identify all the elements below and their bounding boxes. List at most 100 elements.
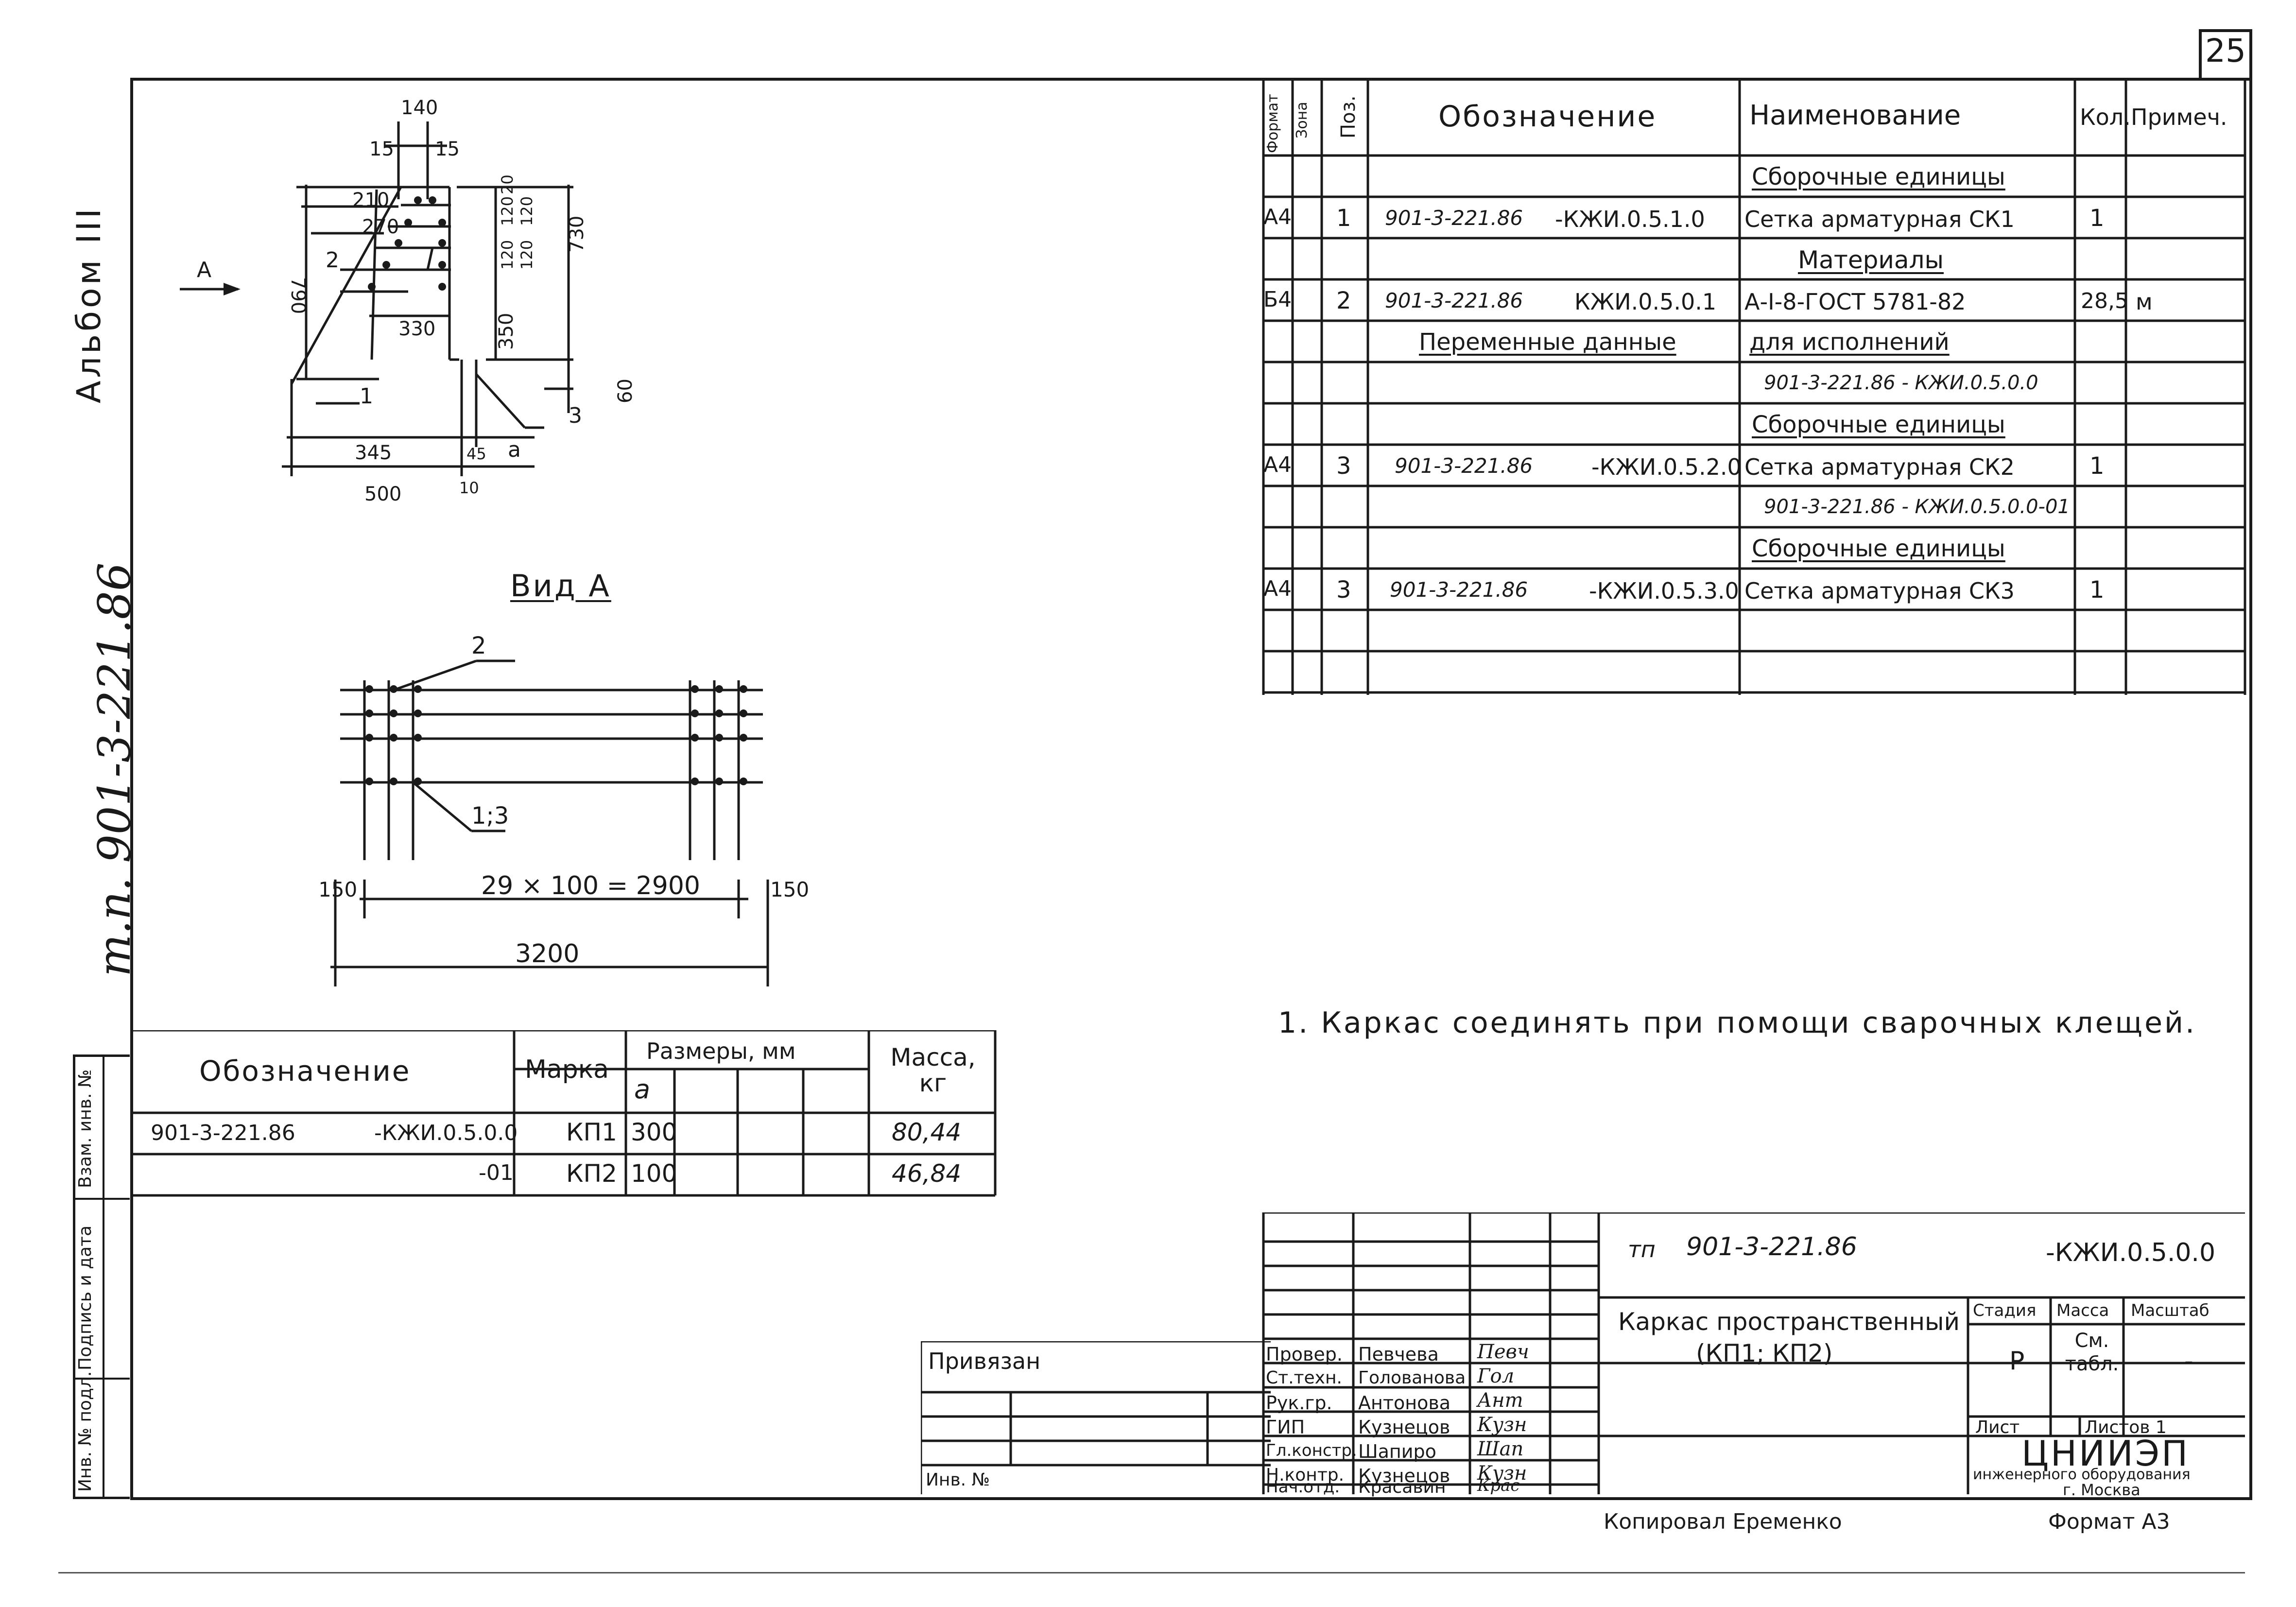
spec-row-3-note: м [2136, 289, 2153, 315]
tb-scale-label: Масштаб [2131, 1301, 2210, 1320]
view-dim-total: 3200 [515, 939, 579, 968]
left-stamp-strip [73, 1054, 130, 1499]
spec-row-8-name: 901-3-221.86 - КЖИ.0.5.0.0-01 [1764, 496, 2070, 518]
view-dim-150b: 150 [770, 878, 809, 901]
spec-row-6-name: Сборочные единицы [1752, 411, 2005, 438]
tb-title-line1: Каркас пространственный [1618, 1308, 1960, 1336]
tb-org-line3: г. Москва [2063, 1481, 2141, 1499]
dim-730: 730 [566, 216, 588, 253]
spec-row-3-name: А-I-8-ГОСТ 5781-82 [1744, 289, 1966, 315]
variants-table-grid [130, 1030, 997, 1197]
spec-row-1-suffix: -КЖИ.0.5.1.0 [1555, 206, 1705, 232]
spec-row-3-suffix: КЖИ.0.5.0.1 [1574, 289, 1717, 315]
pos-1: 1 [360, 384, 373, 409]
variants-row-1-mark: КП2 [566, 1159, 617, 1188]
project-side-label: т.п. 901-3-221.86 [88, 562, 140, 977]
spec-h-zone: Зона [1294, 102, 1311, 138]
sig-2-sign: Ант [1477, 1389, 1523, 1412]
dim-10: 10 [459, 479, 479, 497]
frame-section-drawing: 140 15 15 210 270 330 790 730 20 120 120… [180, 97, 637, 505]
variants-h-mark: Марка [525, 1055, 609, 1084]
dim-60: 60 [614, 379, 637, 403]
sig-1-name: Голованова [1358, 1368, 1466, 1388]
spec-row-7-pos: 3 [1336, 452, 1351, 480]
view-arrow-label: А [197, 258, 211, 282]
tb-doc-code: -КЖИ.0.5.0.0 [2046, 1238, 2216, 1267]
spec-row-7-suffix: -КЖИ.0.5.2.0 [1591, 454, 1742, 480]
spec-h-qty: Кол. [2080, 104, 2131, 130]
tb-tp-code: 901-3-221.86 [1686, 1232, 1857, 1261]
tb-sheets-label: Листов 1 [2085, 1417, 2167, 1437]
sig-2-role: Рук.гр. [1266, 1392, 1332, 1414]
spec-h-code: Обозначение [1438, 100, 1657, 134]
variants-row-1-mass: 46,84 [892, 1159, 962, 1188]
general-note: 1. Каркас соединять при помощи сварочных… [1278, 1006, 2197, 1040]
sig-5-sign: Кузн [1477, 1462, 1527, 1485]
tb-title-line2: (КП1; КП2) [1696, 1339, 1833, 1367]
spec-row-4-name: для исполнений [1749, 328, 1950, 356]
spec-row-10-code: 901-3-221.86 [1390, 578, 1528, 602]
sig-0-name: Певчева [1358, 1344, 1439, 1365]
sig-1-role: Ст.техн. [1266, 1368, 1342, 1388]
tb-sheet-label: Лист [1975, 1417, 2020, 1437]
variants-row-0-suffix: -КЖИ.0.5.0.0 [374, 1121, 518, 1145]
tb-stage-label: Стадия [1973, 1301, 2037, 1320]
pos-2: 2 [326, 248, 339, 273]
spec-row-9-name: Сборочные единицы [1752, 535, 2005, 562]
dim-500: 500 [364, 483, 401, 505]
sig-3-name: Кузнецов [1358, 1417, 1450, 1438]
variants-row-1-suffix: -01 [479, 1160, 514, 1185]
spec-row-3-code: 901-3-221.86 [1385, 289, 1523, 312]
sig-5-name: Кузнецов [1358, 1465, 1450, 1486]
spec-row-1-pos: 1 [1336, 205, 1351, 232]
dim-a: a [508, 437, 521, 462]
spec-table-grid [1262, 78, 2246, 695]
sig-3-role: ГИП [1266, 1417, 1305, 1438]
dim-140: 140 [401, 97, 438, 119]
spec-row-3-fmt: Б4 [1263, 287, 1292, 312]
dim-330: 330 [398, 318, 435, 340]
privyazan-grid [921, 1341, 1271, 1494]
tb-org-line2: инженерного оборудования [1973, 1466, 2191, 1483]
dim-120a: 120 [498, 196, 517, 226]
copied-by: Копировал Еременко [1604, 1509, 1842, 1534]
sig-2-name: Антонова [1358, 1392, 1450, 1414]
spec-h-name: Наименование [1749, 100, 1961, 131]
dim-120c: 120 [498, 240, 517, 270]
variants-h-code: Обозначение [199, 1054, 411, 1088]
variants-h-a: a [634, 1074, 651, 1105]
sig-0-role: Провер. [1266, 1344, 1343, 1365]
privyazan-inv-label: Инв. № [926, 1470, 990, 1490]
dim-45: 45 [466, 445, 486, 463]
dim-210: 210 [352, 189, 389, 211]
dim-345: 345 [355, 442, 392, 464]
sig-3-sign: Кузн [1477, 1414, 1527, 1436]
spec-row-1-fmt: А4 [1263, 205, 1292, 229]
view-pos-13: 1;3 [471, 802, 509, 829]
sig-5-role: Н.контр. [1266, 1465, 1345, 1485]
variants-row-0-a: 300 [631, 1118, 677, 1146]
spec-row-3-pos: 2 [1336, 287, 1351, 314]
view-a-drawing: 2 1;3 150 150 29 × 100 = 2900 3200 [321, 632, 809, 986]
dim-20: 20 [498, 174, 517, 194]
format-label: Формат А3 [2048, 1509, 2170, 1534]
sig-6-sign: Крас [1477, 1476, 1520, 1495]
sig-6-role: Нач.отд. [1266, 1477, 1340, 1497]
variants-row-0-code: 901-3-221.86 [151, 1121, 295, 1145]
strip-replace-label: Взам. инв. № [75, 1069, 95, 1188]
spec-row-7-qty: 1 [2089, 452, 2105, 480]
dim-790: 790 [287, 277, 309, 314]
dim-120d: 120 [518, 240, 536, 270]
spec-h-note: Примеч. [2131, 104, 2227, 130]
drawing-frame [130, 78, 2252, 1500]
sig-4-sign: Шап [1477, 1438, 1524, 1460]
spec-row-10-name: Сетка арматурная СК3 [1744, 578, 2015, 604]
bottom-rule [58, 1572, 2245, 1573]
spec-row-7-code: 901-3-221.86 [1395, 454, 1533, 478]
sig-0-sign: Певч [1477, 1341, 1529, 1363]
sheet-number-box [2199, 29, 2252, 81]
tb-mass-label: Масса [2056, 1301, 2109, 1320]
spec-row-4-code: Переменные данные [1419, 328, 1676, 356]
variants-row-0-mass: 80,44 [892, 1118, 962, 1146]
tb-org-name: ЦНИИЭП [2021, 1433, 2190, 1474]
